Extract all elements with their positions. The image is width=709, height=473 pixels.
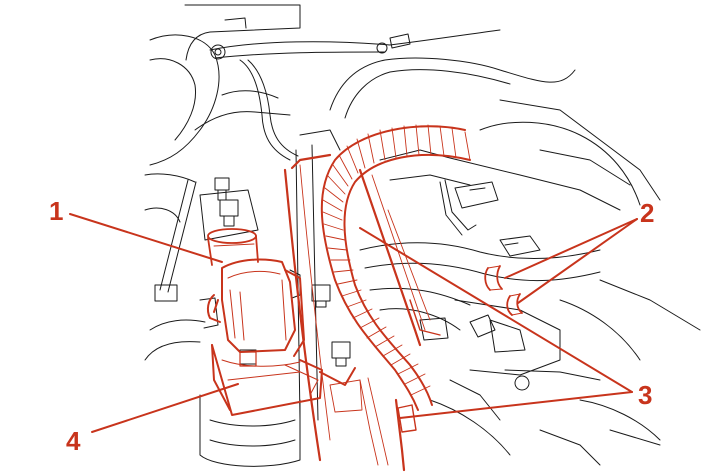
highlighted-parts <box>206 124 523 472</box>
top-cable <box>329 57 576 111</box>
engine-detail <box>429 399 511 456</box>
mount-bracket-lower <box>211 344 356 416</box>
callout-leaders <box>69 213 638 433</box>
frame-rail <box>144 207 181 223</box>
mount-bracket <box>199 189 259 241</box>
bolt <box>331 341 351 367</box>
clip-detail <box>397 404 417 433</box>
clip-detail <box>409 299 441 336</box>
suspension-link <box>159 179 189 291</box>
frame-rail <box>311 144 319 421</box>
bracket <box>419 317 449 341</box>
mount-bracket <box>199 297 219 329</box>
shock-body <box>209 439 296 447</box>
engine-cover <box>539 149 631 186</box>
suspension-arm <box>149 319 206 331</box>
shock-body <box>209 419 296 427</box>
engine-cover <box>439 181 463 236</box>
top-cable <box>344 69 511 119</box>
bracket <box>489 319 526 353</box>
hose <box>369 287 471 306</box>
cable-terminal <box>210 44 226 60</box>
callout-labels: 1 2 3 4 <box>49 196 654 456</box>
leader-line-3a <box>359 227 633 393</box>
hose-clamp-upper <box>484 265 503 291</box>
wiring-harness <box>320 124 471 411</box>
bolt <box>311 284 331 308</box>
bracket <box>469 314 496 338</box>
engine-cover <box>379 149 621 211</box>
leader-line-4 <box>91 383 239 433</box>
frame-rail <box>149 58 197 141</box>
frame-rail <box>224 17 247 29</box>
bracket <box>504 369 601 381</box>
engine-cover <box>389 174 471 186</box>
bolt <box>219 199 239 227</box>
frame-rail <box>221 90 279 99</box>
hose-clamp-lower <box>506 293 523 316</box>
bolt <box>214 177 230 201</box>
engine-detail <box>599 279 701 331</box>
bracket <box>499 235 541 257</box>
leader-line-1 <box>69 213 223 263</box>
engine-cover <box>479 121 641 206</box>
frame-rail <box>194 111 291 131</box>
suspension-arm <box>144 341 201 361</box>
hose <box>379 308 461 331</box>
leader-line-2b <box>517 218 638 304</box>
bracket <box>454 299 561 376</box>
engine-detail <box>449 379 501 421</box>
line-art <box>144 4 701 467</box>
callout-label-1: 1 <box>49 196 63 226</box>
connector <box>454 181 499 209</box>
frame-pipe-highlight <box>283 153 422 472</box>
engine-cover <box>499 99 661 201</box>
top-cable <box>209 29 501 51</box>
frame-rail <box>299 129 341 151</box>
suspension-clamp <box>154 284 178 302</box>
frame-rail <box>149 34 220 166</box>
mount-tube <box>207 228 259 266</box>
engine-detail <box>539 429 601 466</box>
engine-mount <box>206 258 305 357</box>
harness-ribs <box>322 124 471 396</box>
engine-detail <box>579 399 661 441</box>
top-cable <box>247 59 299 157</box>
connector-plug <box>389 33 411 49</box>
top-cable <box>214 51 386 59</box>
shock-body <box>199 394 301 467</box>
hose <box>364 262 601 282</box>
engine-detail <box>559 299 641 361</box>
leader-line-2a <box>504 218 638 279</box>
frame-rail <box>184 4 301 61</box>
bracket <box>504 242 519 246</box>
bracket-bolt <box>514 375 530 391</box>
cable-terminal <box>214 48 222 56</box>
top-cable <box>239 59 291 161</box>
cable-terminal <box>376 42 388 54</box>
leader-line-3b <box>399 391 633 419</box>
callout-label-3: 3 <box>638 380 652 410</box>
hose <box>359 242 601 260</box>
engine-detail <box>609 429 661 446</box>
frame-rail <box>144 173 196 183</box>
suspension-link <box>167 181 197 293</box>
connector <box>469 187 486 191</box>
callout-label-2: 2 <box>640 198 654 228</box>
engine-cover <box>444 179 477 231</box>
frame-pipe-detail <box>299 164 431 466</box>
callout-label-4: 4 <box>66 426 81 456</box>
